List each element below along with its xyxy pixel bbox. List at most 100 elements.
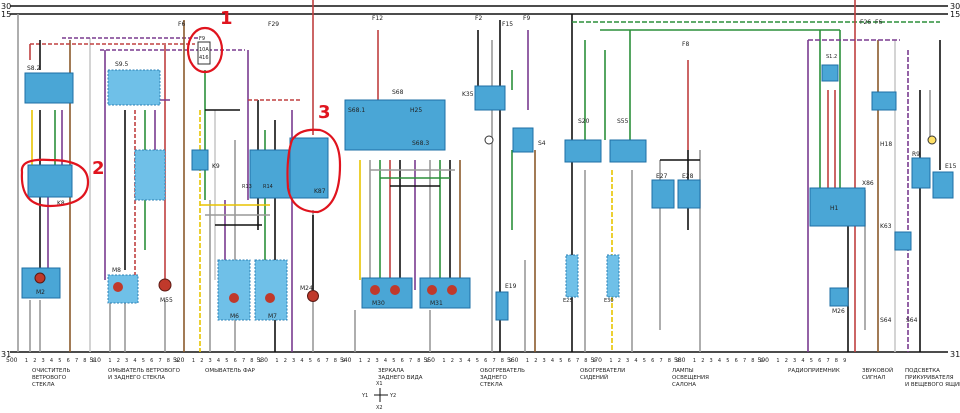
scale-tick-590-4: 4 — [801, 358, 804, 364]
switch-s68 — [344, 99, 446, 151]
scale-tick-570-7: 7 — [659, 358, 662, 364]
caption-2-line-0: ОМЫВАТЕЛЬ ФАР — [205, 368, 255, 374]
scale-tick-580-9: 9 — [760, 358, 763, 364]
caption-5-line-1: СИДЕНИЙ — [580, 374, 608, 381]
scale-tick-560-7: 7 — [576, 358, 579, 364]
heater-e30 — [606, 254, 620, 298]
motor-m8 — [107, 274, 139, 304]
caption-9-line-0: ПОДСВЕТКА — [905, 368, 940, 374]
scale-tick-510-9: 9 — [175, 358, 178, 364]
caption-9-line-2: И ВЕЩЕВОГО ЯЩИКА — [905, 382, 960, 388]
label-m2: M2 — [36, 289, 45, 296]
label-e15: E15 — [945, 163, 957, 170]
scale-number-540: 540 — [340, 357, 352, 364]
label-s9-5: S9.5 — [115, 61, 129, 68]
scale-tick-510-1: 1 — [108, 358, 111, 364]
label-k9: K9 — [212, 163, 220, 170]
motor-m7 — [254, 259, 288, 321]
fuse-f6b: F6 — [875, 19, 882, 26]
caption-8-line-1: СИГНАЛ — [862, 375, 885, 381]
fuse-f9-rating: 10A — [199, 47, 209, 53]
label-s4: S4 — [538, 140, 546, 147]
label-r13: R13 — [242, 184, 252, 190]
switch-s9-5 — [107, 69, 161, 106]
scale-tick-580-8: 8 — [751, 358, 754, 364]
lamp-e27 — [651, 179, 675, 209]
relay-k63 — [894, 231, 912, 251]
scale-tick-570-4: 4 — [634, 358, 637, 364]
scale-tick-520-5: 5 — [225, 358, 228, 364]
caption-4-line-0: ОБОГРЕВАТЕЛЬ — [480, 368, 525, 374]
scale-tick-560-3: 3 — [543, 358, 546, 364]
scale-tick-500-9: 9 — [92, 358, 95, 364]
scale-tick-560-6: 6 — [568, 358, 571, 364]
fuse-f2: F2 — [475, 15, 482, 22]
fuse-f15: F15 — [502, 21, 513, 28]
scale-tick-580-4: 4 — [718, 358, 721, 364]
scale-tick-570-5: 5 — [643, 358, 646, 364]
scale-tick-580-6: 6 — [735, 358, 738, 364]
fuse-f6: F6 — [178, 21, 185, 28]
scale-tick-590-7: 7 — [826, 358, 829, 364]
scale-number-560: 560 — [507, 357, 519, 364]
scale-number-520: 520 — [173, 357, 185, 364]
caption-0-line-1: ВЕТРОВОГО — [32, 375, 67, 381]
scale-tick-560-8: 8 — [584, 358, 587, 364]
caption-9-line-1: ПРИКУРИВАТЕЛЯ — [905, 375, 954, 381]
power-rails: 30 30 15 15 31 31 — [1, 2, 960, 359]
annotation-3: 3 — [318, 102, 331, 123]
label-s68-3: S68.3 — [412, 140, 429, 147]
label-m26: M26 — [832, 308, 845, 315]
switch-s1-2 — [821, 64, 839, 82]
scale-number-500: 500 — [6, 357, 18, 364]
fuse-f9b: F9 — [523, 15, 530, 22]
caption-1-line-1: И ЗАДНЕГО СТЕКЛА — [108, 375, 165, 381]
heater-e25 — [565, 254, 579, 298]
motor-m6 — [217, 259, 251, 321]
scale-tick-530-7: 7 — [325, 358, 328, 364]
switch-s55 — [609, 139, 647, 163]
red-annotations: 1 2 3 — [20, 8, 342, 214]
scale-tick-580-5: 5 — [726, 358, 729, 364]
scale-tick-570-9: 9 — [676, 358, 679, 364]
scale-tick-520-2: 2 — [200, 358, 203, 364]
scale-tick-520-3: 3 — [209, 358, 212, 364]
label-m55: M55 — [160, 297, 173, 304]
label-e28: E28 — [682, 173, 694, 180]
scale-tick-590-5: 5 — [810, 358, 813, 364]
joystick-x1: X1 — [376, 381, 383, 387]
label-s64-a: S64 — [880, 317, 892, 324]
label-s55: S55 — [617, 118, 629, 125]
scale-tick-590-3: 3 — [793, 358, 796, 364]
scale-tick-570-6: 6 — [651, 358, 654, 364]
label-h1: H1 — [830, 205, 839, 212]
scale-tick-540-9: 9 — [426, 358, 429, 364]
scale-tick-500-4: 4 — [50, 358, 53, 364]
scale-tick-550-3: 3 — [459, 358, 462, 364]
scale-tick-590-8: 8 — [835, 358, 838, 364]
caption-0-line-2: СТЕКЛА — [32, 382, 55, 388]
rail-30-label-right: 30 — [950, 2, 960, 11]
scale-number-510: 510 — [90, 357, 102, 364]
label-e27: E27 — [656, 173, 668, 180]
label-x86: X86 — [862, 180, 874, 187]
scale-tick-540-7: 7 — [409, 358, 412, 364]
annotation-2: 2 — [92, 158, 105, 179]
caption-3-line-0: ЗЕРКАЛА — [378, 368, 404, 374]
scale-tick-530-1: 1 — [275, 358, 278, 364]
relay-k9 — [191, 149, 209, 171]
scale-tick-520-8: 8 — [250, 358, 253, 364]
scale-number-590: 590 — [758, 357, 770, 364]
scale-tick-590-6: 6 — [818, 358, 821, 364]
fuse-f9: F9 — [199, 36, 205, 42]
motor-m24 — [307, 290, 319, 302]
scale-tick-590-2: 2 — [785, 358, 788, 364]
scale-tick-500-7: 7 — [75, 358, 78, 364]
scale-tick-540-6: 6 — [401, 358, 404, 364]
fuse-f26: F26 — [860, 19, 871, 26]
scale-tick-560-4: 4 — [551, 358, 554, 364]
scale-tick-500-6: 6 — [67, 358, 70, 364]
scale-tick-590-1: 1 — [776, 358, 779, 364]
scale-tick-510-5: 5 — [142, 358, 145, 364]
